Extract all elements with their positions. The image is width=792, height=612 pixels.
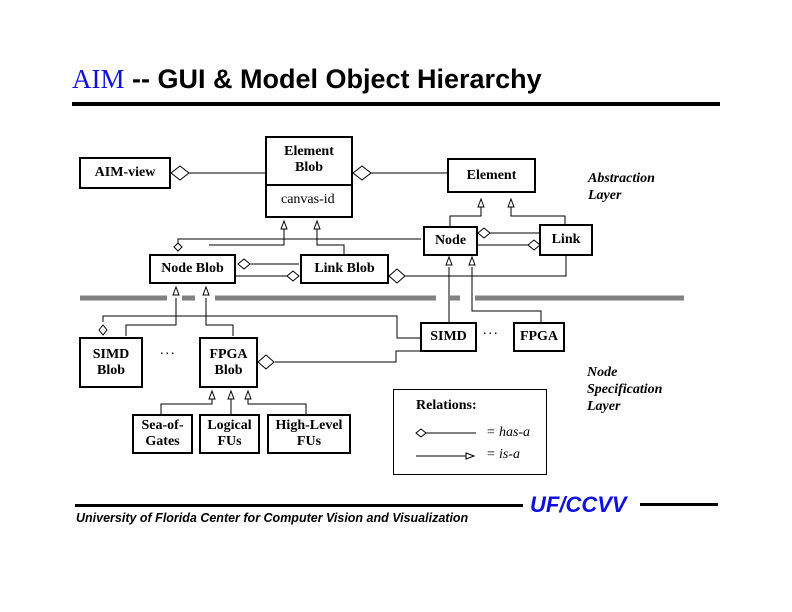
legend-is-a-label: = is-a xyxy=(486,447,520,462)
fpga-blob-box: FPGA Blob xyxy=(199,337,258,388)
has-a-diamond xyxy=(477,227,491,239)
is-a-arrowhead xyxy=(507,197,515,208)
title-prefix: AIM xyxy=(72,64,125,94)
sea-of-gates-label: Sea-of- Gates xyxy=(141,418,184,449)
is-a-arrowhead xyxy=(280,219,288,230)
has-a-diamond xyxy=(352,165,372,181)
is-a-arrowhead xyxy=(227,389,235,400)
relations-legend: Relations: = has-a = is-a xyxy=(393,389,547,475)
link-isa-line xyxy=(510,205,566,226)
title-text: -- GUI & Model Object Hierarchy xyxy=(132,64,542,94)
link-blob-label: Link Blob xyxy=(314,261,375,276)
has-a-diamond xyxy=(98,324,108,336)
element-box: Element xyxy=(447,158,536,193)
has-a-diamond xyxy=(388,268,406,284)
node-ellipsis: ... xyxy=(483,323,500,338)
is-a-arrowhead xyxy=(172,285,180,296)
title-rule xyxy=(72,102,720,106)
is-a-arrowhead xyxy=(445,255,453,266)
has-a-diamond xyxy=(257,354,275,370)
aim-view-label: AIM-view xyxy=(94,165,156,180)
has-a-diamond xyxy=(173,242,183,252)
sea-of-gates-box: Sea-of- Gates xyxy=(132,414,193,454)
simd-label: SIMD xyxy=(430,329,467,344)
high-level-fus-box: High-Level FUs xyxy=(267,414,351,454)
footer-rule-left xyxy=(75,504,523,507)
has-a-diamond xyxy=(286,270,300,282)
simd-blob-box: SIMD Blob xyxy=(79,337,143,388)
element-blob-attribute: canvas-id xyxy=(281,192,335,207)
fpga-label: FPGA xyxy=(519,329,559,344)
has-a-diamond xyxy=(170,165,190,181)
blob-ellipsis: ... xyxy=(160,343,177,358)
highlevel-isa-line xyxy=(247,397,307,414)
logical-fus-box: Logical FUs xyxy=(199,414,260,454)
fpgablob-isa-line xyxy=(205,298,234,336)
simdblob-isa-line xyxy=(125,298,177,336)
simd-blob-label: SIMD Blob xyxy=(92,346,130,378)
link-label: Link xyxy=(551,232,581,247)
element-label: Element xyxy=(466,167,517,183)
element-blob-name: Element Blob xyxy=(267,138,351,186)
seaofgates-isa-line xyxy=(160,397,213,414)
fpga-fpgablob-line xyxy=(275,350,420,363)
footer-brand: UF/CCVV xyxy=(530,492,627,517)
link-blob-box: Link Blob xyxy=(300,254,389,284)
aim-view-box: AIM-view xyxy=(79,157,171,189)
fpga-isa-line xyxy=(471,267,542,322)
linkblob-isa-line xyxy=(316,226,345,256)
high-level-fus-label: High-Level FUs xyxy=(275,418,343,449)
logical-fus-label: Logical FUs xyxy=(207,418,252,449)
node-isa-line xyxy=(449,205,482,227)
fpga-box: FPGA xyxy=(513,322,565,352)
is-a-arrowhead xyxy=(202,285,210,296)
link-linkblob-line xyxy=(405,255,567,277)
abstraction-layer-label: Abstraction Layer xyxy=(588,171,655,203)
is-a-arrowhead xyxy=(313,219,321,230)
simdblob-node-line xyxy=(102,315,420,339)
footer-rule-right xyxy=(640,503,718,506)
is-a-arrowhead xyxy=(468,255,476,266)
element-blob-box: Element Blob canvas-id xyxy=(265,136,353,218)
has-a-diamond xyxy=(237,258,251,270)
node-label: Node xyxy=(434,233,467,248)
has-a-diamond xyxy=(415,428,427,438)
node-blob-label: Node Blob xyxy=(161,261,224,276)
is-a-arrowhead xyxy=(477,197,485,208)
node-blob-box: Node Blob xyxy=(149,254,236,284)
legend-title: Relations: xyxy=(416,398,477,413)
is-a-arrowhead xyxy=(244,389,252,400)
simd-box: SIMD xyxy=(420,322,477,352)
footer-organization: University of Florida Center for Compute… xyxy=(76,511,469,525)
is-a-arrowhead xyxy=(208,389,216,400)
node-specification-layer-label: Node Specification Layer xyxy=(587,365,663,414)
node-box: Node xyxy=(423,226,478,256)
nodeblob-isa-line xyxy=(209,226,285,246)
fpga-blob-label: FPGA Blob xyxy=(209,346,248,378)
is-a-arrowhead xyxy=(465,452,476,460)
link-box: Link xyxy=(539,224,593,256)
node-nodeblob-line xyxy=(177,238,421,248)
legend-has-a-label: = has-a xyxy=(486,425,531,440)
slide-title: AIM -- GUI & Model Object Hierarchy xyxy=(72,64,542,95)
